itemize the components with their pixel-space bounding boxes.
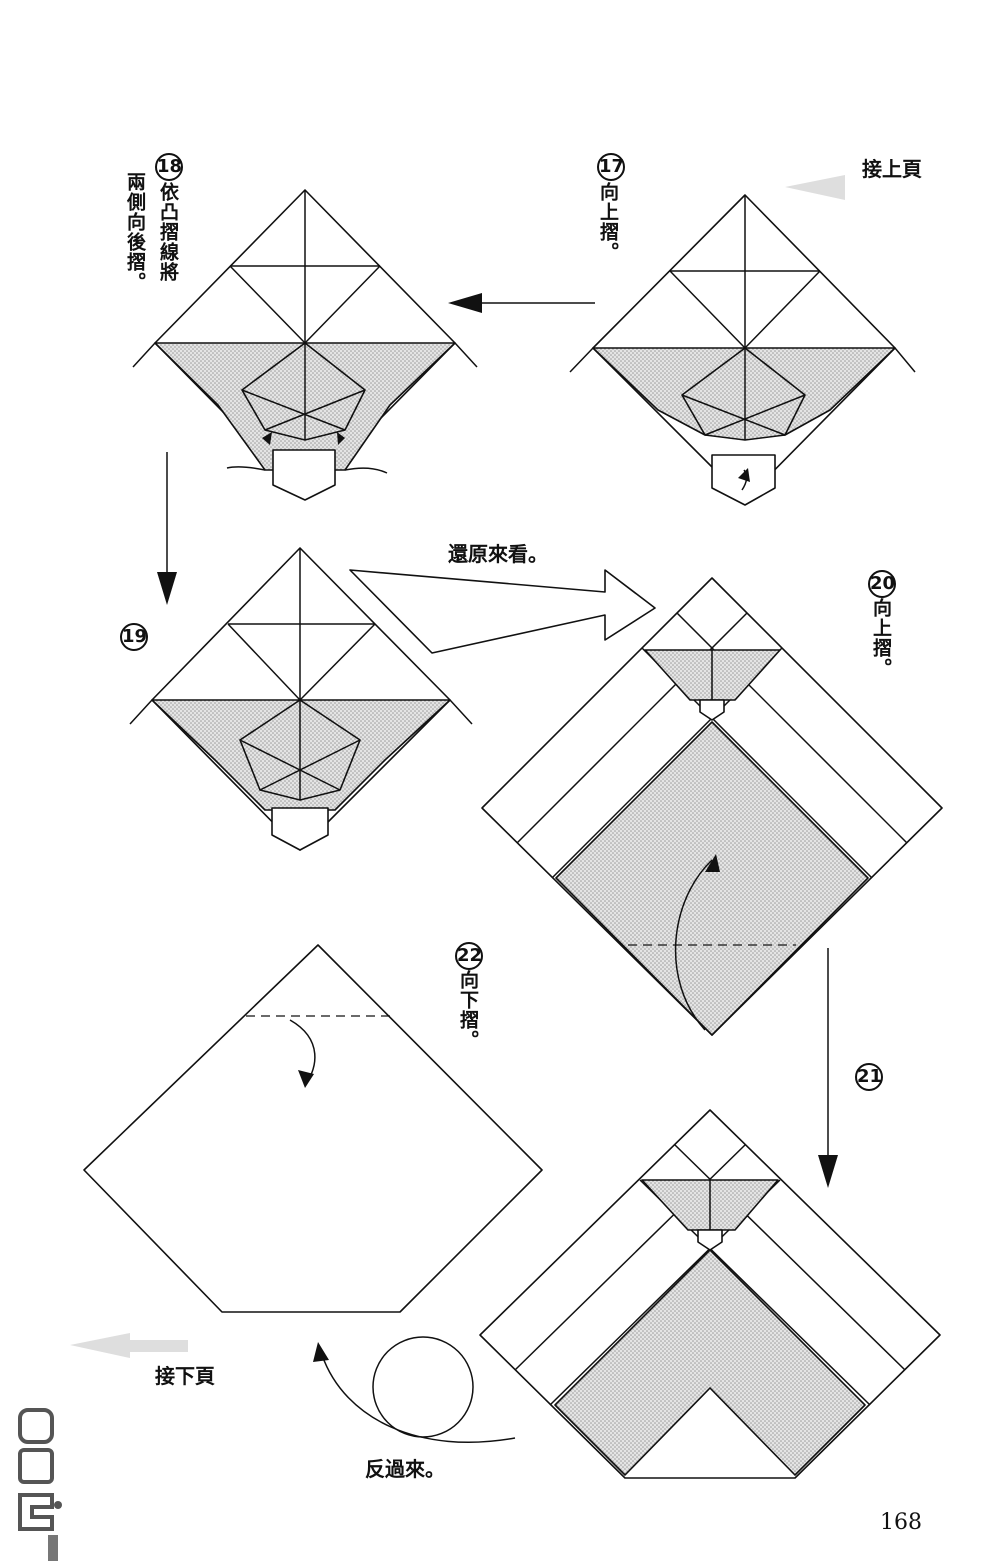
turn-over-note: 反過來。: [365, 1457, 445, 1481]
continued-to-ghost-arrow: [70, 1333, 130, 1358]
step-arrow-18-19-head: [157, 572, 177, 605]
unfold-view-note: 還原來看。: [448, 542, 548, 566]
step-21-number: 21: [855, 1063, 883, 1091]
step-20-instruction: 向上摺。: [870, 598, 892, 678]
unfold-view-arrow: [349, 569, 656, 654]
step-17-number: 17: [597, 153, 625, 181]
step-22-instruction: 向下摺。: [457, 970, 479, 1050]
step-18-figure: [132, 189, 478, 501]
turn-over-arrow-head: [313, 1342, 329, 1362]
step-17-figure: [569, 194, 916, 506]
turn-over-arrow: [321, 1354, 516, 1443]
step-20-figure: [481, 577, 943, 1036]
step-arrow-20-21-head: [818, 1155, 838, 1188]
continued-from-label: 接上頁: [862, 157, 922, 181]
step-22-number: 22: [455, 942, 483, 970]
watermark-logo: [18, 1408, 62, 1561]
continued-to-label: 接下頁: [155, 1364, 215, 1388]
step-17-instruction: 向上摺。: [597, 182, 619, 262]
continued-to-ghost-bar: [128, 1340, 188, 1352]
step-21-figure: [479, 1109, 941, 1479]
step-arrow-17-18-head: [448, 293, 482, 313]
step-18-number: 18: [155, 153, 183, 181]
page-number: 168: [880, 1510, 922, 1535]
turn-over-circle: [372, 1336, 474, 1438]
continued-from-ghost-arrow: [785, 175, 845, 200]
step-18-instruction-line2: 兩側向後摺。: [124, 172, 146, 292]
step-19-number: 19: [120, 623, 148, 651]
step-22-figure: [83, 944, 543, 1313]
step-18-instruction: 依凸摺線將: [157, 182, 179, 282]
step-20-number: 20: [868, 570, 896, 598]
step-19-figure: [129, 547, 473, 851]
